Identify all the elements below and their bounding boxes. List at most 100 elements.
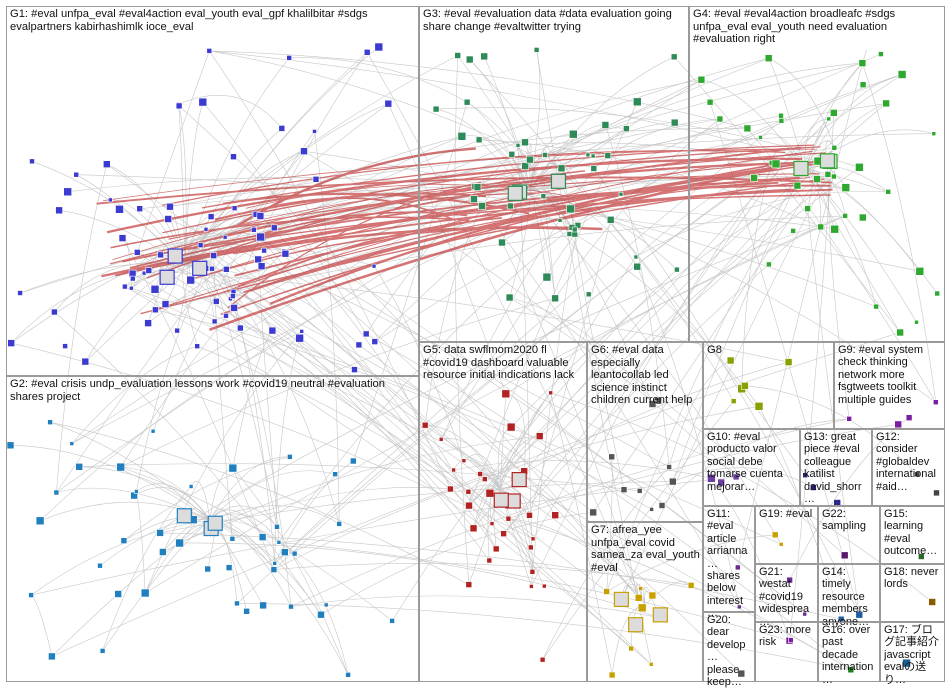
group-label-g5: G5: data swflmom2020 fl #covid19 dashboa… [423,344,575,382]
edge [789,112,835,641]
node-g9 [905,414,913,422]
group-label-g23: G23: more risk [759,624,815,649]
edge [366,52,639,598]
group-panel-g8: G8 [703,342,834,429]
edge [862,63,937,403]
node-g5 [461,458,467,464]
node-g1 [108,197,113,203]
edge [489,361,789,494]
node-g5 [421,421,429,429]
edge [123,456,290,541]
edge [320,512,594,615]
node-g17 [902,658,911,668]
node-g2 [258,533,267,541]
node-g4 [858,213,867,222]
node-g3 [606,216,615,224]
node-g2 [259,601,267,610]
edge-red [245,184,571,209]
edge [184,103,389,266]
node-g1 [222,234,228,240]
edge [366,333,851,671]
node-g4 [934,290,941,297]
edge-red [227,181,482,309]
node-g3 [508,151,516,158]
node-g1 [144,319,152,327]
node-g11 [736,604,742,610]
node-g1 [270,224,278,232]
group-label-g20: G20: dear develop… please keep… [707,614,746,688]
node-g3 [551,294,559,303]
node-g2 [228,463,238,473]
node-g4 [855,163,864,172]
edge [178,105,639,598]
node-g9 [894,420,903,429]
node-g3 [505,293,514,302]
node-g1 [130,275,136,282]
node-g13 [802,472,809,479]
node-g3 [670,118,679,127]
node-g1 [129,285,134,291]
node-g2 [389,618,395,624]
node-g1 [211,318,218,325]
node-g19 [771,531,779,539]
edge-red [234,147,476,229]
edge [454,55,470,585]
edge [536,49,652,665]
group-label-g2: G2: #eval crisis undp_evaluation lessons… [10,378,389,403]
node-g4 [841,183,851,192]
edge-red [110,216,469,249]
node-g4 [882,99,890,108]
edges-red [96,144,833,332]
hub-node-g5 [493,492,509,508]
node-g6 [589,508,598,517]
node-g1 [164,215,172,223]
node-g16 [847,666,855,674]
group-label-g16: G16: over past decade internation… [822,624,874,686]
node-g7 [638,586,644,591]
group-panel-g12: G12: consider #globaldev international #… [872,429,945,506]
node-g1 [51,308,58,316]
node-g2 [159,548,167,556]
node-g3 [674,266,680,273]
node-g1 [134,249,141,256]
edge [209,456,290,521]
edge [148,270,485,480]
edge [468,176,835,506]
node-g1 [355,341,363,349]
edge [124,286,851,671]
edge [209,505,278,527]
node-g3 [633,254,639,260]
edge [102,519,211,652]
node-g2 [47,419,53,426]
edge [532,62,863,539]
node-g2 [288,603,294,610]
group-label-g15: G15: learning #eval outcome… [884,508,938,558]
hub-node-g4 [819,153,836,169]
node-g1 [73,171,79,178]
edge [160,532,842,620]
node-g15 [917,553,925,560]
node-g4 [743,124,752,133]
edge [273,563,692,586]
edge [71,53,882,444]
edge-red [269,168,778,305]
node-g4 [778,112,784,119]
node-g1 [251,227,257,233]
node-g3 [526,155,534,164]
node-g5 [465,581,473,588]
node-g6 [666,464,672,470]
node-g3 [454,52,462,59]
node-g2 [116,462,125,472]
node-g3 [521,138,529,147]
node-g3 [557,164,566,173]
node-g3 [515,143,521,148]
group-panel-g2: G2: #eval crisis undp_evaluation lessons… [6,376,419,682]
edge [274,460,354,564]
node-g5 [489,521,495,526]
edge [178,104,186,266]
node-g2 [280,548,289,557]
node-g2 [323,602,329,608]
node-g3 [432,105,440,113]
node-g2 [175,538,184,548]
group-panel-g14: G14: timely resource members anyone… [818,564,880,628]
